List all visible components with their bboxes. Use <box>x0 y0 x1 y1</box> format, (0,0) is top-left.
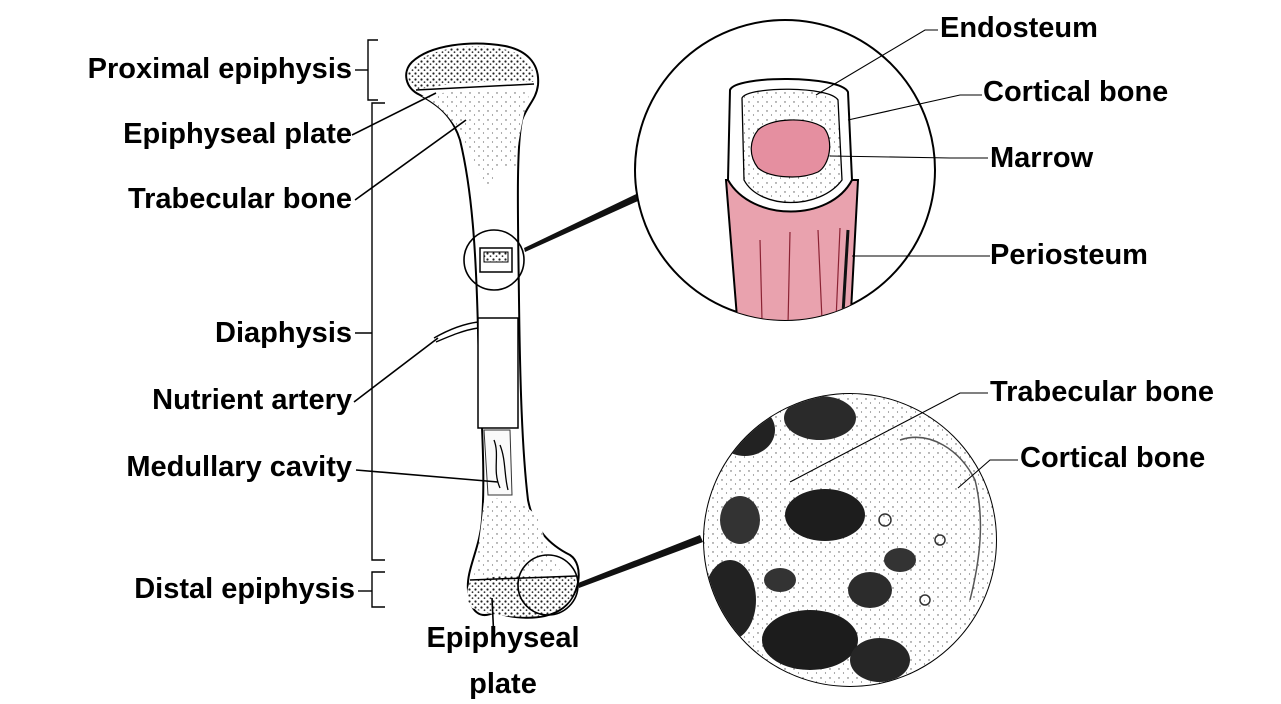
leader-medullary-cavity <box>356 470 498 482</box>
zoom-connector-bottom <box>578 535 703 588</box>
label-proximal-epiphysis: Proximal epiphysis <box>88 55 352 84</box>
leader-nutrient-artery <box>354 338 438 402</box>
bracket-distal <box>358 572 385 607</box>
label-trabecular-bone: Trabecular bone <box>128 185 352 214</box>
label-diaphysis: Diaphysis <box>215 319 352 348</box>
label-distal-epiphysis: Distal epiphysis <box>134 575 355 604</box>
inset-cortical-section <box>635 20 935 330</box>
marrow-fill <box>751 120 829 177</box>
label-trabecular-bone-inset: Trabecular bone <box>990 378 1214 407</box>
label-marrow: Marrow <box>990 144 1093 173</box>
label-epiphyseal-plate-distal-line1: Epiphyseal <box>408 624 598 653</box>
label-endosteum: Endosteum <box>940 14 1098 43</box>
label-epiphyseal-plate-distal-line2: plate <box>408 670 598 699</box>
leader-epiphyseal-plate <box>352 93 436 135</box>
label-nutrient-artery: Nutrient artery <box>152 386 352 415</box>
label-cortical-bone-inset: Cortical bone <box>1020 444 1205 473</box>
bracket-diaphysis <box>355 103 385 560</box>
label-periosteum: Periosteum <box>990 241 1148 270</box>
label-medullary-cavity: Medullary cavity <box>126 453 352 482</box>
bracket-proximal <box>355 40 378 100</box>
label-cortical-bone: Cortical bone <box>983 78 1168 107</box>
label-epiphyseal-plate: Epiphyseal plate <box>123 120 352 149</box>
long-bone <box>406 44 579 618</box>
inset-trabecular-section <box>700 390 1000 690</box>
